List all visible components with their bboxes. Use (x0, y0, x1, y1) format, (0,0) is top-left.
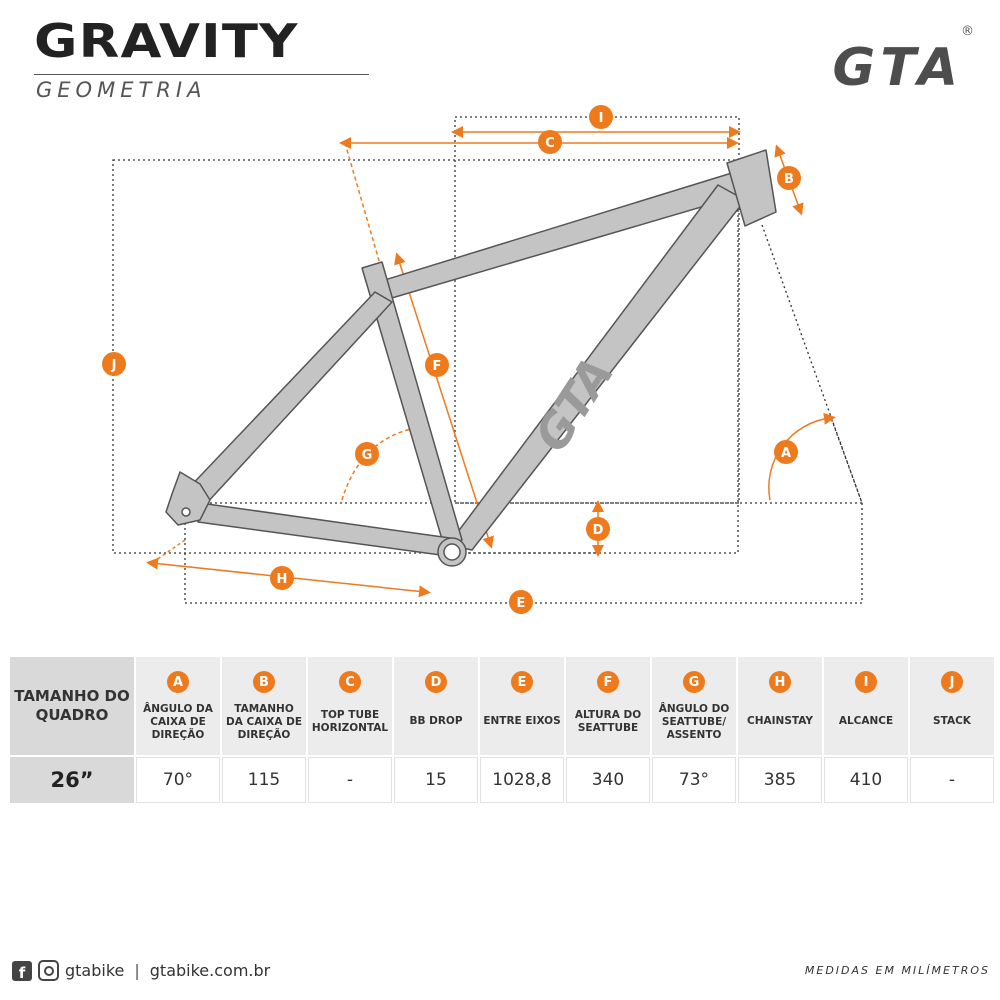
frame-geometry-diagram: GTA A B C D E F G H I J (102, 105, 863, 614)
svg-text:C: C (545, 136, 555, 151)
title-divider (34, 74, 369, 75)
svg-text:J: J (111, 358, 117, 373)
label-i: ALCANCE (838, 715, 894, 728)
geometry-table: TAMANHO DO QUADRO A ÂNGULO DA CAIXA DE DI… (10, 657, 994, 803)
value-j: - (910, 757, 994, 803)
svg-text:A: A (781, 446, 791, 461)
label-h: CHAINSTAY (747, 715, 813, 728)
dimension-markers: A B C D E F G H I J (102, 105, 801, 614)
label-e: ENTRE EIXOS (483, 715, 561, 728)
website-link[interactable]: gtabike.com.br (149, 961, 271, 980)
marker-i: I (589, 105, 613, 129)
footer-separator: | (134, 961, 140, 980)
col-header-e: E ENTRE EIXOS (480, 657, 564, 755)
registered-mark: ® (961, 24, 974, 39)
value-c: - (308, 757, 392, 803)
bike-frame (165, 149, 777, 567)
col-header-g: G ÂNGULO DO SEATTUBE/ ASSENTO (652, 657, 736, 755)
marker-h: H (270, 566, 294, 590)
model-title: GRAVITY (34, 14, 299, 68)
label-j: STACK (933, 715, 971, 728)
marker-f: F (425, 353, 449, 377)
badge-c: C (339, 671, 361, 693)
svg-text:I: I (599, 111, 604, 126)
svg-text:D: D (593, 523, 604, 538)
gta-logo: GTA (832, 38, 964, 98)
social-handle[interactable]: gtabike (65, 961, 125, 980)
svg-text:F: F (433, 359, 442, 374)
col-header-a: A ÂNGULO DA CAIXA DE DIREÇÃO (136, 657, 220, 755)
col-header-h: H CHAINSTAY (738, 657, 822, 755)
badge-a: A (167, 671, 189, 693)
badge-h: H (769, 671, 791, 693)
svg-text:B: B (784, 172, 794, 187)
brand-block: GRAVITY (34, 18, 297, 64)
value-d: 15 (394, 757, 478, 803)
marker-a: A (774, 440, 798, 464)
label-g: ÂNGULO DO SEATTUBE/ ASSENTO (658, 703, 730, 742)
label-c: TOP TUBE HORIZONTAL (311, 708, 389, 734)
reach-box (454, 116, 740, 504)
badge-b: B (253, 671, 275, 693)
marker-j: J (102, 352, 126, 376)
size-value: 26” (10, 757, 134, 803)
svg-text:G: G (362, 448, 373, 463)
label-a: ÂNGULO DA CAIXA DE DIREÇÃO (143, 703, 213, 742)
instagram-icon[interactable] (38, 960, 59, 981)
value-a: 70° (136, 757, 220, 803)
badge-i: I (855, 671, 877, 693)
badge-g: G (683, 671, 705, 693)
value-g: 73° (652, 757, 736, 803)
marker-b: B (777, 166, 801, 190)
value-f: 340 (566, 757, 650, 803)
value-h: 385 (738, 757, 822, 803)
badge-j: J (941, 671, 963, 693)
marker-g: G (355, 442, 379, 466)
svg-text:E: E (517, 596, 526, 611)
seat-tube (361, 261, 463, 547)
head-tube (726, 149, 777, 227)
units-note: MEDIDAS EM MILÍMETROS (804, 964, 990, 977)
value-i: 410 (824, 757, 908, 803)
label-f: ALTURA DO SEATTUBE (574, 708, 642, 734)
badge-f: F (597, 671, 619, 693)
rear-dropout (165, 471, 211, 526)
marker-c: C (538, 130, 562, 154)
seat-stay (184, 291, 393, 506)
col-header-j: J STACK (910, 657, 994, 755)
social-links: f gtabike | gtabike.com.br (12, 960, 270, 981)
marker-e: E (509, 590, 533, 614)
label-b: TAMANHO DA CAIXA DE DIREÇÃO (225, 703, 302, 742)
col-header-f: F ALTURA DO SEATTUBE (566, 657, 650, 755)
size-header: TAMANHO DO QUADRO (10, 657, 134, 755)
badge-d: D (425, 671, 447, 693)
chain-stay (197, 502, 451, 557)
col-header-b: B TAMANHO DA CAIXA DE DIREÇÃO (222, 657, 306, 755)
value-b: 115 (222, 757, 306, 803)
col-header-i: I ALCANCE (824, 657, 908, 755)
svg-text:H: H (277, 572, 288, 587)
col-header-d: D BB DROP (394, 657, 478, 755)
value-e: 1028,8 (480, 757, 564, 803)
label-d: BB DROP (409, 715, 463, 728)
marker-d: D (586, 517, 610, 541)
page-subtitle: GEOMETRIA (36, 78, 207, 102)
col-header-c: C TOP TUBE HORIZONTAL (308, 657, 392, 755)
facebook-icon[interactable]: f (12, 960, 32, 981)
badge-e: E (511, 671, 533, 693)
